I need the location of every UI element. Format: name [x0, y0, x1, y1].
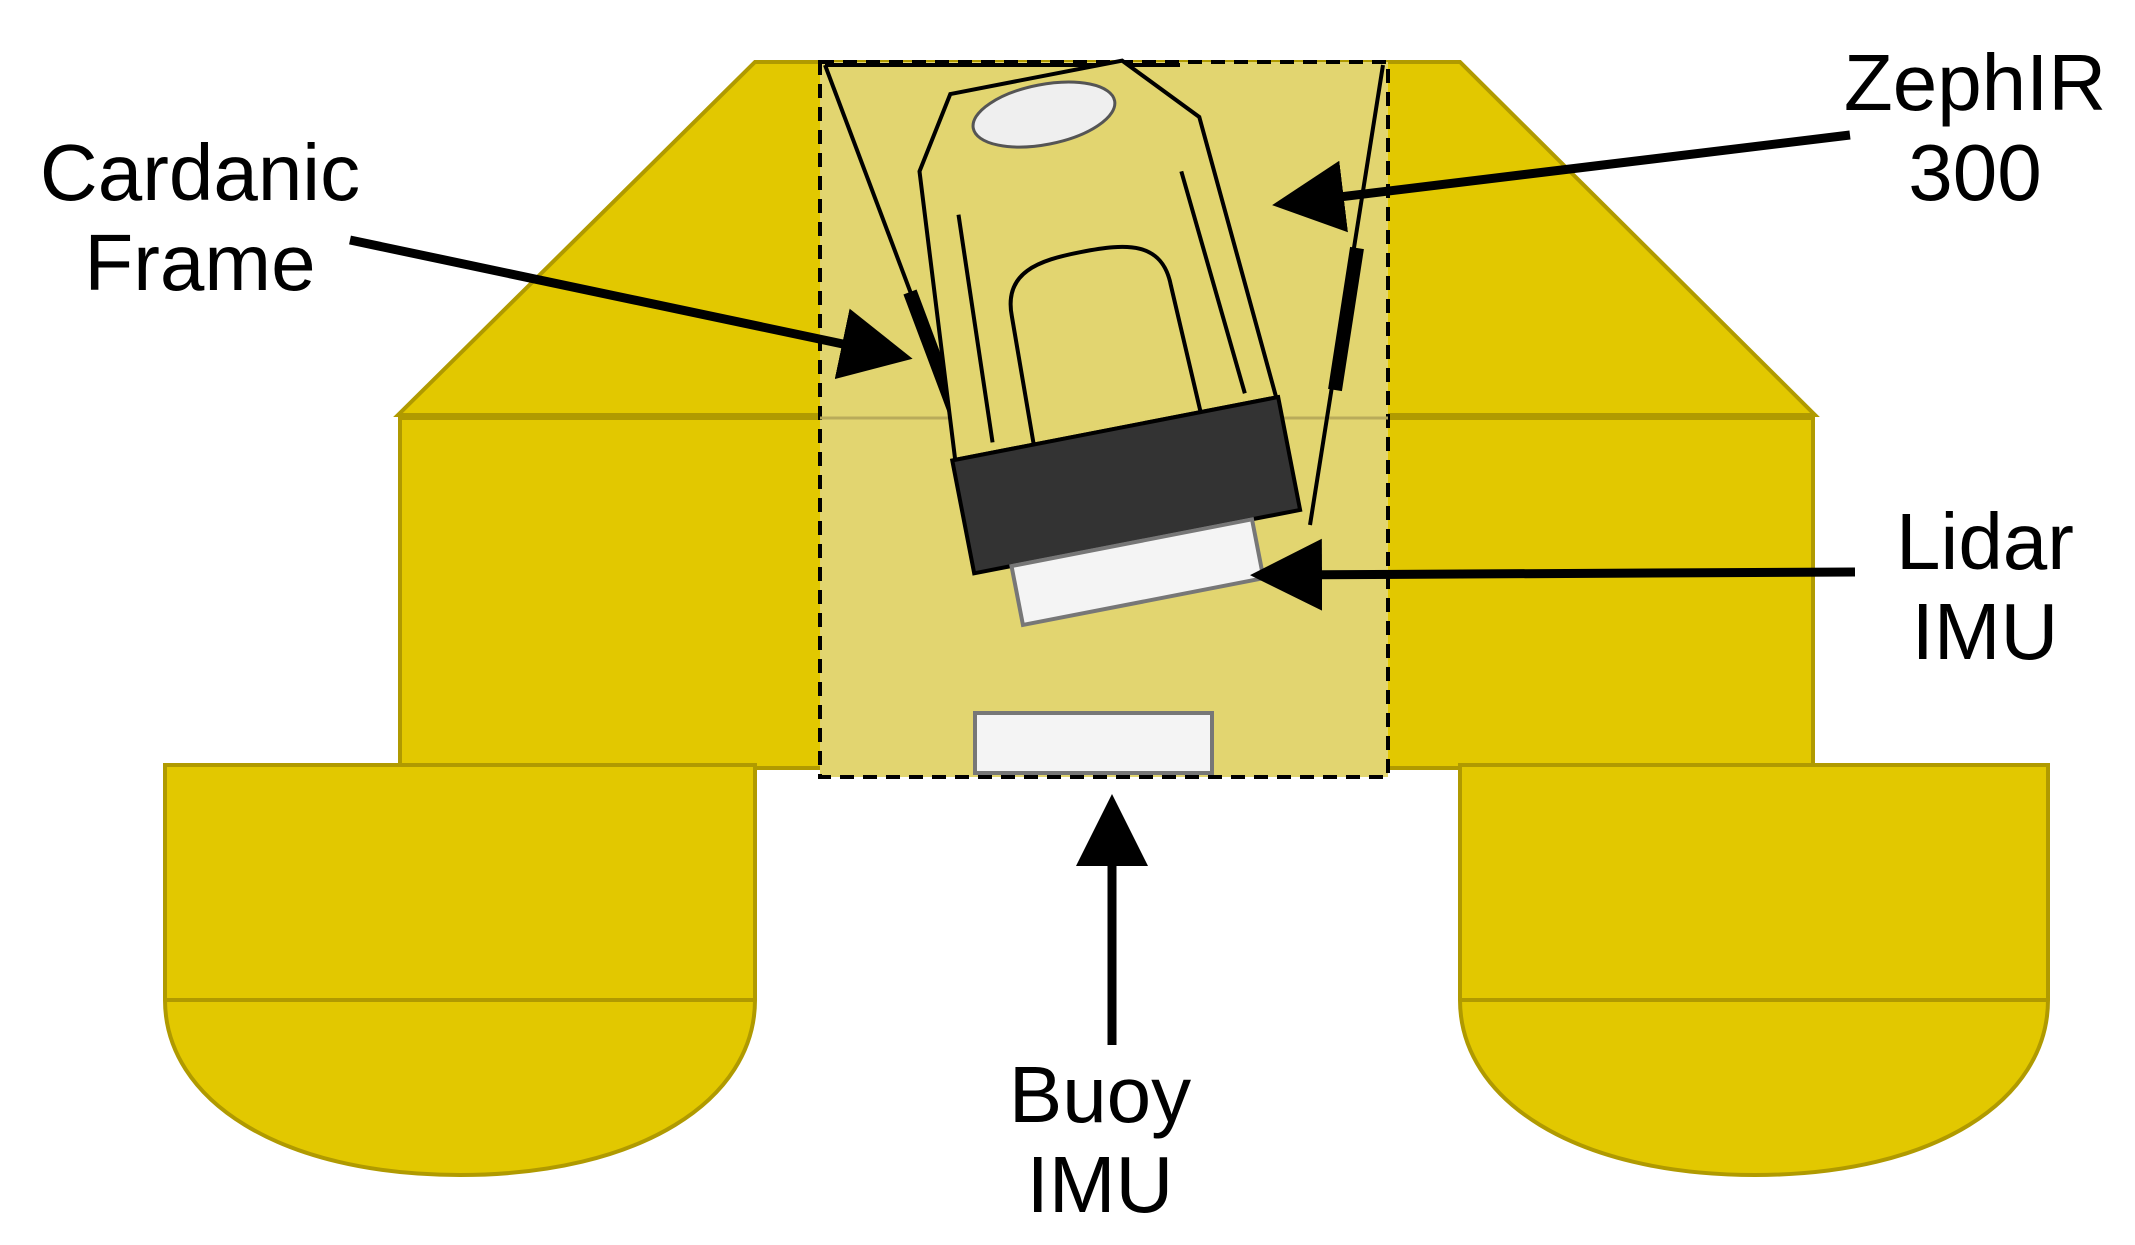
lidar-window: [1008, 244, 1203, 445]
zephir-arrow: [1272, 130, 1851, 233]
left-float: [163, 763, 757, 1178]
zephir-lidar: [917, 58, 1303, 628]
label-cardanic-line1: Cardanic: [39, 128, 361, 217]
right-float: [1458, 763, 2050, 1178]
label-zephir-300: ZephIR 300: [1815, 38, 2135, 218]
cardanic-arrow: [349, 235, 913, 380]
label-lidar-imu: Lidar IMU: [1850, 497, 2120, 677]
label-buoy-line1: Buoy: [1008, 1050, 1192, 1139]
label-lidar-line2: IMU: [1911, 587, 2059, 676]
right-cardanic-joint: [1328, 246, 1364, 392]
label-buoy-line2: IMU: [1026, 1140, 1174, 1229]
label-zephir-line2: 300: [1908, 128, 2042, 217]
pointer-arrows: [349, 130, 1856, 1045]
buoy-imu-box: [973, 711, 1214, 775]
label-cardanic-line2: Frame: [84, 218, 316, 307]
label-zephir-line1: ZephIR: [1843, 38, 2107, 127]
label-cardanic-frame: Cardanic Frame: [20, 128, 380, 308]
label-buoy-imu: Buoy IMU: [950, 1050, 1250, 1230]
lidar-lens: [971, 80, 1117, 149]
lidar-left-groove: [956, 214, 995, 443]
lidar-right-groove: [1179, 170, 1247, 394]
label-lidar-line1: Lidar: [1896, 497, 2074, 586]
lidar-imu-arrow: [1250, 538, 1856, 611]
